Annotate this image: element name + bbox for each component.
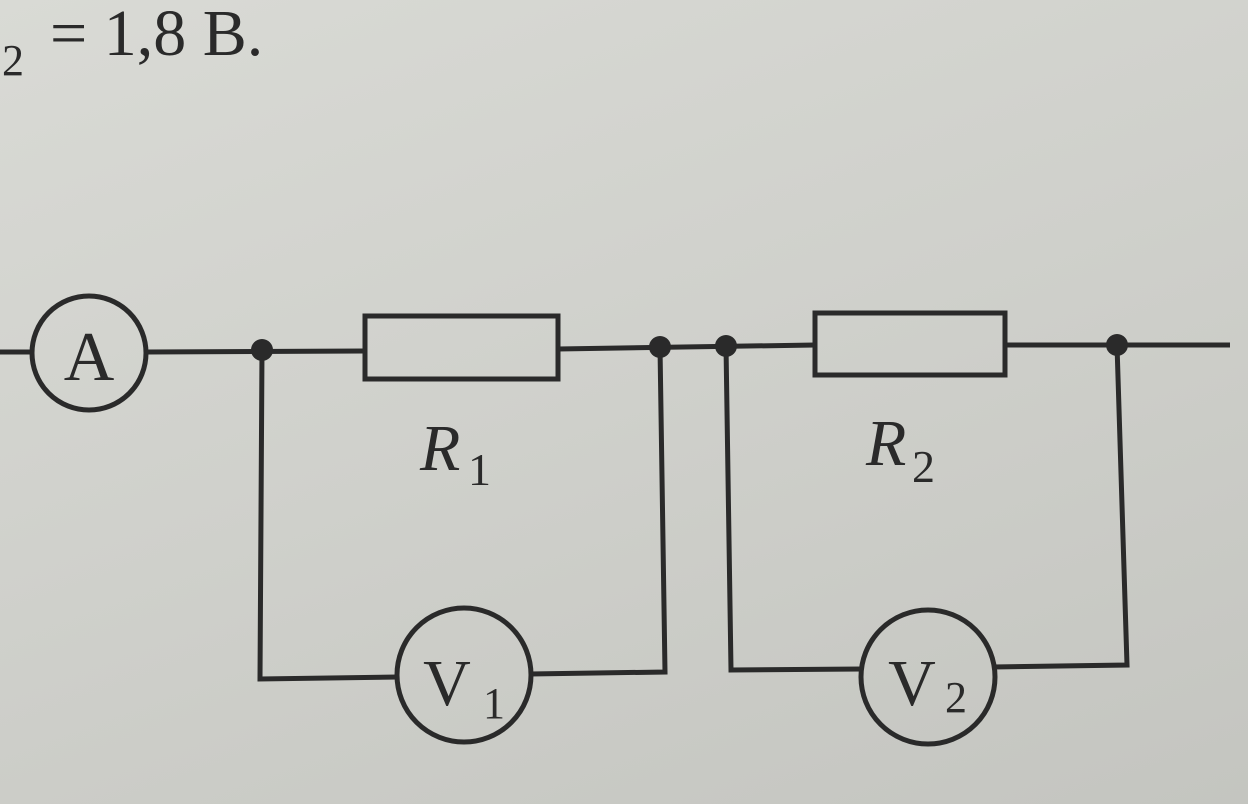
svg-text:1: 1	[468, 444, 491, 495]
resistor-r1: R 1	[362, 313, 561, 495]
voltmeter-v2-branch: V 2	[723, 344, 1130, 747]
svg-text:R: R	[865, 407, 906, 480]
main-wire	[0, 342, 1230, 355]
svg-text:V: V	[423, 647, 471, 720]
junction-dots	[251, 334, 1128, 361]
ammeter: A	[29, 293, 149, 413]
svg-text:2: 2	[912, 441, 935, 492]
ammeter-label: A	[64, 319, 115, 396]
header-equation: = 1,8 В.	[50, 0, 263, 70]
voltmeter-v1-branch: V 1	[257, 346, 668, 745]
resistor-r2: R 2	[812, 310, 1008, 492]
svg-text:2: 2	[945, 673, 967, 722]
svg-text:V: V	[888, 647, 936, 720]
svg-text:R: R	[419, 412, 460, 485]
header-subscript: 2	[2, 36, 24, 85]
svg-text:1: 1	[483, 679, 505, 728]
